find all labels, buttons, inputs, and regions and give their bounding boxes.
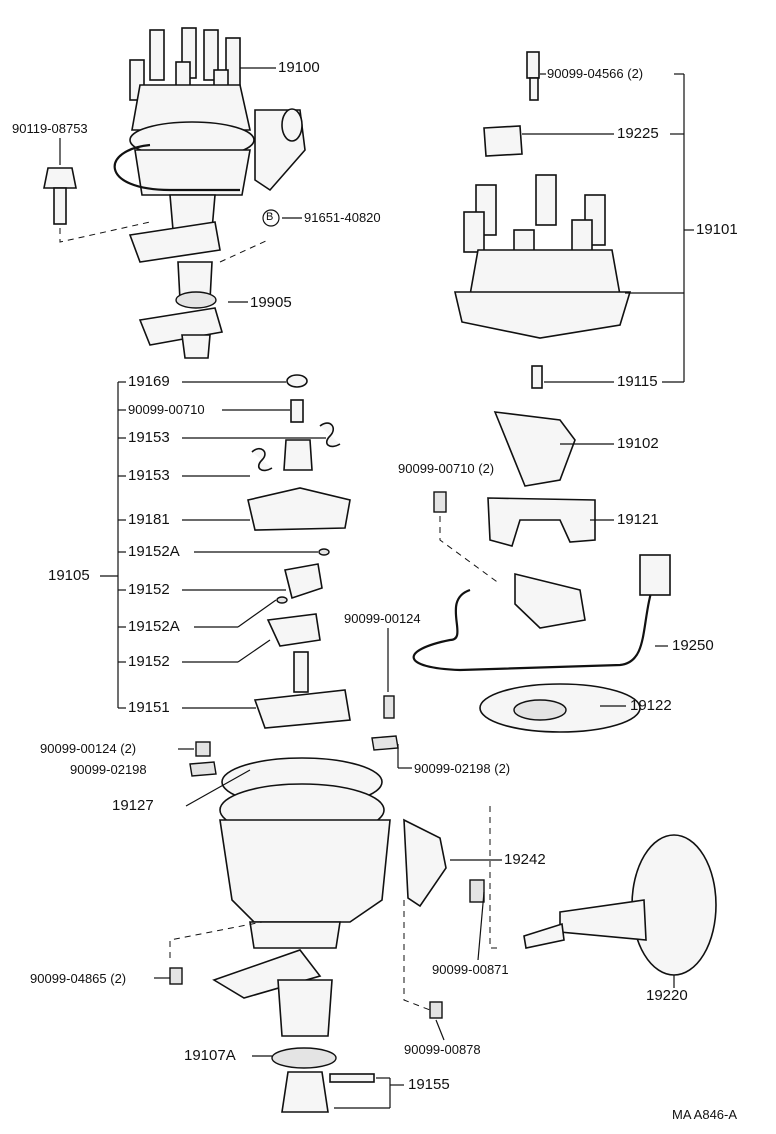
label-19155: 19155 <box>408 1076 450 1093</box>
label-19250: 19250 <box>672 637 714 654</box>
bolt-90119-08753-drawing <box>43 167 77 225</box>
label-19107A: 19107A <box>184 1047 236 1064</box>
label-19101: 19101 <box>696 221 738 238</box>
label-19220: 19220 <box>646 987 688 1004</box>
label-19242: 19242 <box>504 851 546 868</box>
label-90099-00710: 90099-00710 <box>128 402 205 417</box>
label-19225: 19225 <box>617 125 659 142</box>
housing-drawing <box>169 735 717 1113</box>
label-19181: 19181 <box>128 511 170 528</box>
label-19169: 19169 <box>128 373 170 390</box>
distributor-assembly-drawing <box>113 27 306 359</box>
label-19127: 19127 <box>112 797 154 814</box>
label-90099-00124-2: 90099-00124 (2) <box>40 741 137 756</box>
rotor-and-pickup-drawing <box>412 411 671 733</box>
label-19121: 19121 <box>617 511 659 528</box>
label-19152A-lower: 19152A <box>128 618 180 635</box>
label-19152A-upper: 19152A <box>128 543 180 560</box>
label-90119-08753: 90119-08753 <box>12 121 88 136</box>
label-91651-40820: 91651-40820 <box>304 210 381 225</box>
label-19153-lower: 19153 <box>128 467 170 484</box>
label-90099-04865: 90099-04865 (2) <box>30 971 127 986</box>
label-90099-00871: 90099-00871 <box>432 962 509 977</box>
label-90099-00878: 90099-00878 <box>404 1042 481 1057</box>
label-19152-lower: 19152 <box>128 653 170 670</box>
label-90099-02198-2: 90099-02198 (2) <box>414 761 511 776</box>
label-90099-02198: 90099-02198 <box>70 762 147 777</box>
leader-lines <box>59 67 694 1109</box>
circle-mark-letter: B <box>266 211 274 223</box>
label-19100: 19100 <box>278 59 320 76</box>
label-19105: 19105 <box>48 567 90 584</box>
label-19905: 19905 <box>250 294 292 311</box>
label-19151: 19151 <box>128 699 170 716</box>
label-19152-upper: 19152 <box>128 581 170 598</box>
governor-parts-drawing <box>247 374 395 729</box>
label-90099-04566: 90099-04566 (2) <box>547 66 644 81</box>
circle-mark-icon <box>262 209 280 227</box>
label-90099-00124: 90099-00124 <box>344 611 421 626</box>
label-19153-upper: 19153 <box>128 429 170 446</box>
drawing-code: MA A846-A <box>672 1107 738 1122</box>
label-19122: 19122 <box>630 697 672 714</box>
label-19102: 19102 <box>617 435 659 452</box>
label-19115: 19115 <box>617 373 658 390</box>
label-90099-00710-2: 90099-00710 (2) <box>398 461 495 476</box>
cap-assembly-drawing <box>453 51 632 389</box>
